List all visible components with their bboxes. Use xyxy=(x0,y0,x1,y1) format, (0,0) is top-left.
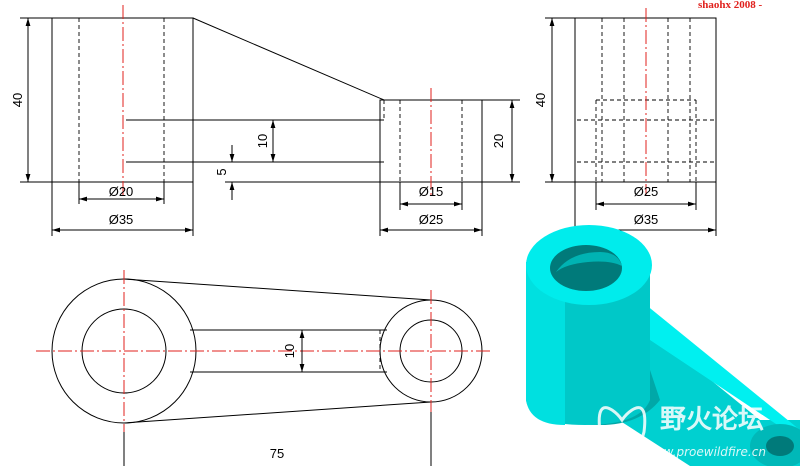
dim-height-left: 40 xyxy=(10,93,25,107)
watermark: 野火论坛 www.proewildfire.cn xyxy=(597,405,766,459)
watermark-url: www.proewildfire.cn xyxy=(644,445,766,459)
dim-side-height: 40 xyxy=(533,93,548,107)
dim-outer-right: Ø25 xyxy=(419,212,444,227)
side-view: 40 Ø25 Ø35 xyxy=(533,8,717,236)
watermark-name: 野火论坛 xyxy=(660,405,764,435)
dim-arm-thickness: 10 xyxy=(255,134,270,148)
heart-logo-icon xyxy=(597,406,647,458)
dim-side-inner: Ø25 xyxy=(634,184,659,199)
dim-bore-left: Ø20 xyxy=(109,184,134,199)
dim-height-right: 20 xyxy=(491,134,506,148)
dim-center-distance: 75 xyxy=(270,446,284,461)
dim-arm-offset: 5 xyxy=(214,168,229,175)
author-stamp: shaohx 2008 - xyxy=(698,0,763,11)
dim-outer-left: Ø35 xyxy=(109,212,134,227)
dim-side-outer: Ø35 xyxy=(634,212,659,227)
front-view: 40 10 5 20 Ø20 Ø35 Ø15 Ø25 xyxy=(10,5,520,236)
top-view: 10 75 xyxy=(36,270,492,466)
dim-bore-right: Ø15 xyxy=(419,184,444,199)
3d-model xyxy=(526,225,800,466)
dim-top-arm-width: 10 xyxy=(282,344,297,358)
